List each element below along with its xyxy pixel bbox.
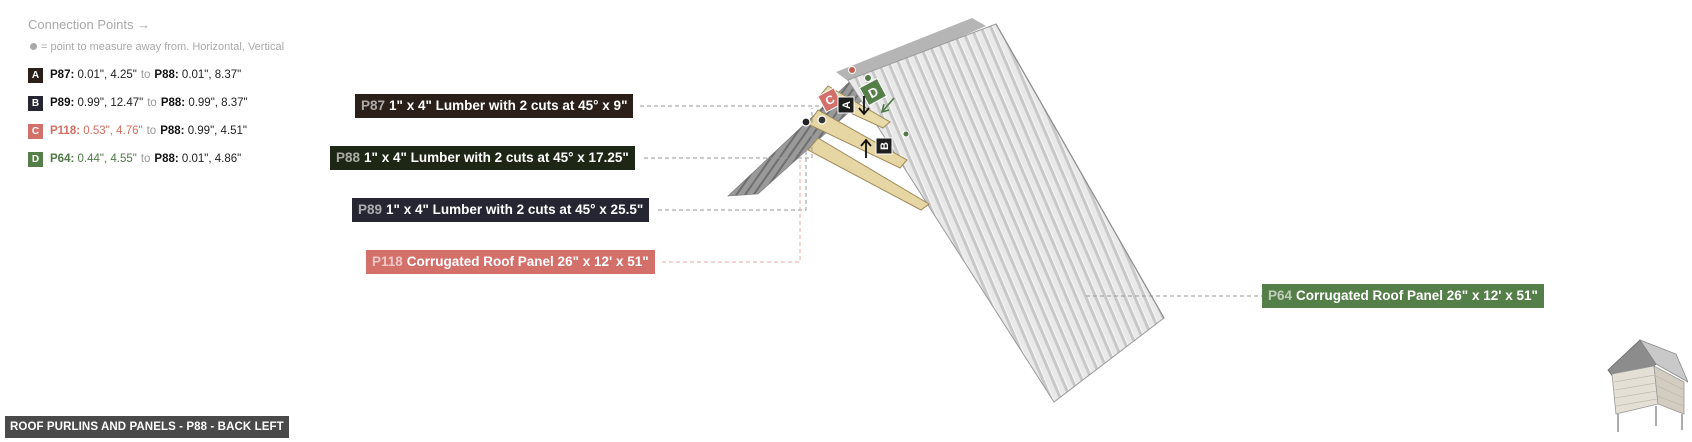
legend-note: = point to measure away from. Horizontal… [30,41,284,53]
from-value: 0.53", 4.76" [83,125,143,137]
part-desc: Corrugated Roof Panel 26" x 12' x 51" [406,254,649,269]
part-desc: Corrugated Roof Panel 26" x 12' x 51" [1296,288,1538,303]
to-part: P88: [154,153,179,165]
to-word: to [146,125,157,137]
leader-p88 [644,108,813,159]
arrow-up-icon [860,138,872,158]
legend-title[interactable]: Connection Points → [28,17,151,32]
from-value: 0.44", 4.55" [77,153,137,165]
from-value: 0.01", 4.25" [77,69,137,81]
connection-point [902,130,910,138]
step-title: ROOF PURLINS AND PANELS - P88 - BACK LEF… [5,416,289,438]
legend-note-text: = point to measure away from. Horizontal… [41,41,285,53]
badge-c: C [28,124,43,139]
to-value: 0.99", 8.37" [188,97,248,109]
leader-p89 [658,150,807,211]
purlin-p89 [807,137,930,211]
point-dot-icon [30,43,37,50]
to-part: P88: [160,97,186,109]
marker-c: C [817,87,843,113]
to-value: 0.01", 8.37" [181,69,242,81]
connection-point [864,74,872,82]
marker-a: A [837,96,855,114]
marker-d: D [858,77,888,107]
from-value: 0.99", 12.47" [77,97,144,109]
part-id: P88 [336,150,361,165]
marker-b: B [875,137,893,155]
to-word: to [147,97,157,109]
connection-point [801,117,811,127]
leader-p118 [662,160,801,263]
svg-text:A: A [841,101,853,109]
badge-b: B [28,96,43,111]
from-part: P89: [50,97,75,109]
arrow-diag-icon [880,97,895,114]
part-id: P89 [358,202,383,217]
from-part: P64: [50,153,75,165]
connection-point [817,115,827,125]
to-value: 0.01", 4.86" [181,153,242,165]
house-thumbnail[interactable] [1598,334,1688,434]
to-word: to [140,69,151,81]
svg-text:B: B [879,142,891,150]
to-part: P88: [160,125,185,137]
part-desc: 1" x 4" Lumber with 2 cuts at 45° x 25.5… [386,202,644,217]
arrow-down-icon [858,96,870,116]
badge-a: A [28,68,43,83]
to-word: to [140,153,151,165]
from-part: P118: [50,125,81,137]
from-part: P87: [50,69,75,81]
part-desc: 1" x 4" Lumber with 2 cuts at 45° x 17.2… [364,150,629,165]
part-id: P64 [1268,288,1293,303]
to-value: 0.99", 4.51" [187,125,248,137]
connection-point [848,66,856,74]
ridge-edge [836,18,986,84]
part-id: P87 [361,98,386,113]
part-desc: 1" x 4" Lumber with 2 cuts at 45° x 9" [389,98,628,113]
badge-d: D [28,152,43,167]
to-part: P88: [154,69,179,81]
part-id: P118 [372,254,403,269]
panel-p64 [847,23,1165,403]
